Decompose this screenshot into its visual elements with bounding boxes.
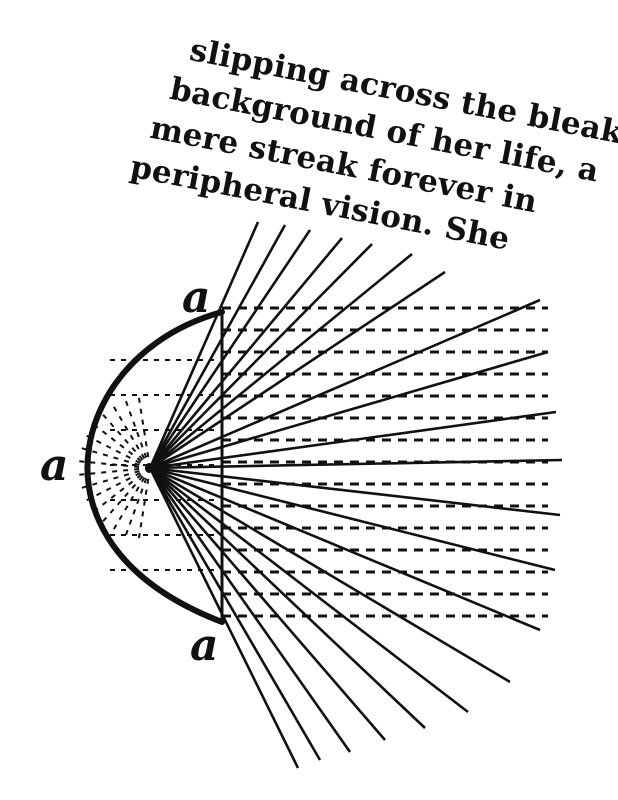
caption-text: slipping across the bleak background of … — [128, 32, 618, 258]
focal-ray — [149, 466, 561, 517]
interior-dash — [99, 411, 151, 469]
interior-dash — [90, 421, 151, 469]
interior-dash — [90, 467, 151, 515]
interior-dash — [123, 467, 151, 539]
interior-dash — [99, 467, 151, 525]
focal-ray — [149, 458, 563, 470]
focal-ray — [149, 466, 511, 684]
focal-ray — [148, 467, 300, 769]
interior-dash — [110, 402, 151, 469]
focal-ray — [148, 224, 287, 469]
interior-dash — [75, 467, 151, 477]
curved-mirror — [84, 309, 225, 625]
focal-ray — [149, 466, 556, 572]
label-left-a: a — [40, 440, 69, 491]
parallel-dashed-lines — [222, 306, 548, 618]
focal-ray — [149, 466, 469, 714]
label-bottom-a: a — [190, 620, 219, 671]
focal-ray — [148, 221, 260, 469]
focal-ray — [149, 350, 549, 470]
focal-ray — [148, 467, 322, 761]
interior-dash — [137, 467, 151, 543]
focal-ray — [149, 252, 413, 470]
interior-dash — [123, 397, 151, 469]
focal-ray — [149, 466, 541, 632]
focal-ray — [149, 237, 343, 469]
label-top-a: a — [182, 272, 211, 323]
focal-ray — [149, 410, 557, 470]
focal-ray — [148, 467, 352, 753]
interior-dash — [82, 433, 151, 469]
focal-ray — [149, 467, 386, 741]
focal-ray — [149, 298, 541, 470]
focal-ray — [149, 270, 446, 470]
focal-ray — [148, 229, 312, 469]
interior-dash — [77, 467, 151, 490]
focal-ray — [149, 243, 373, 469]
focal-rays — [148, 221, 563, 769]
interior-dashed-lines — [75, 359, 220, 571]
focal-ray — [149, 467, 426, 729]
interior-dash — [110, 467, 151, 534]
interior-dash — [77, 446, 151, 469]
interior-dash — [82, 467, 151, 503]
